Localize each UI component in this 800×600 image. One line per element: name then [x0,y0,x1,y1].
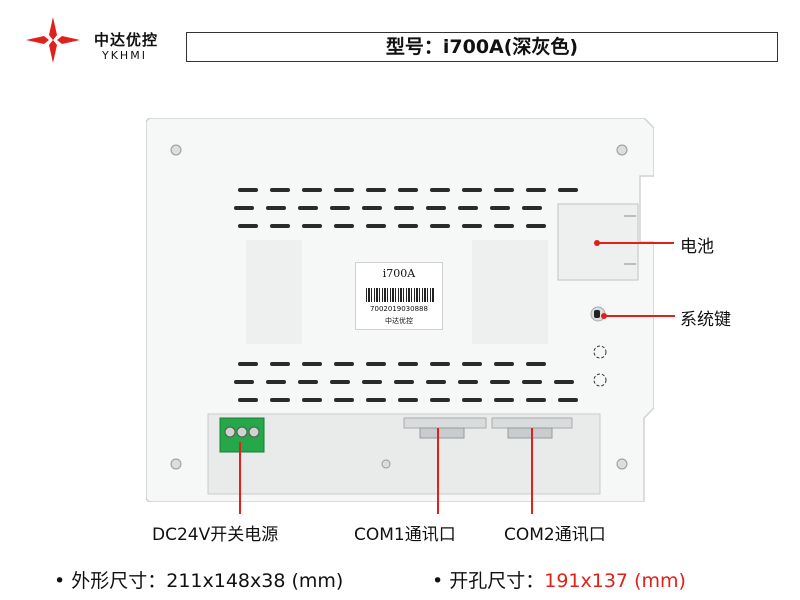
power-callout: DC24V开关电源 [152,525,279,545]
brand-star-icon [26,17,80,63]
label-serial: 7002019030888 [370,305,428,313]
cutout-size-value: 191x137 (mm) [544,570,686,592]
cutout-size-label: • 开孔尺寸： [432,570,545,592]
battery-callout-dot [594,240,600,246]
battery-callout-line [598,242,674,244]
outer-size-spec: • 外形尺寸：211x148x38 (mm) [54,566,343,593]
barcode [366,288,434,302]
com2-callout: COM2通讯口 [504,525,606,545]
label-model-text: i700A [382,267,416,280]
outer-size-label: • 外形尺寸： [54,570,167,592]
com1-callout: COM1通讯口 [354,525,456,545]
battery-callout: 电池 [680,237,714,257]
outer-size-value: 211x148x38 (mm) [166,570,344,592]
com1-callout-line [437,428,439,514]
cutout-size-spec: • 开孔尺寸：191x137 (mm) [432,566,686,593]
com2-callout-line [531,428,533,514]
brand-name-cn: 中达优控 [94,31,159,49]
brand-logo: 中达优控 YKHMI [22,15,172,65]
brand-name-en: YKHMI [102,49,147,62]
system-key-callout: 系统键 [680,310,731,330]
label-brand: 中达优控 [385,317,413,325]
power-callout-line [239,442,241,514]
product-label: i700A 7002019030888 中达优控 [355,262,443,330]
system-key-callout-dot [601,313,607,319]
system-key-callout-line [605,315,675,317]
model-title: 型号：i700A(深灰色) [186,32,778,62]
